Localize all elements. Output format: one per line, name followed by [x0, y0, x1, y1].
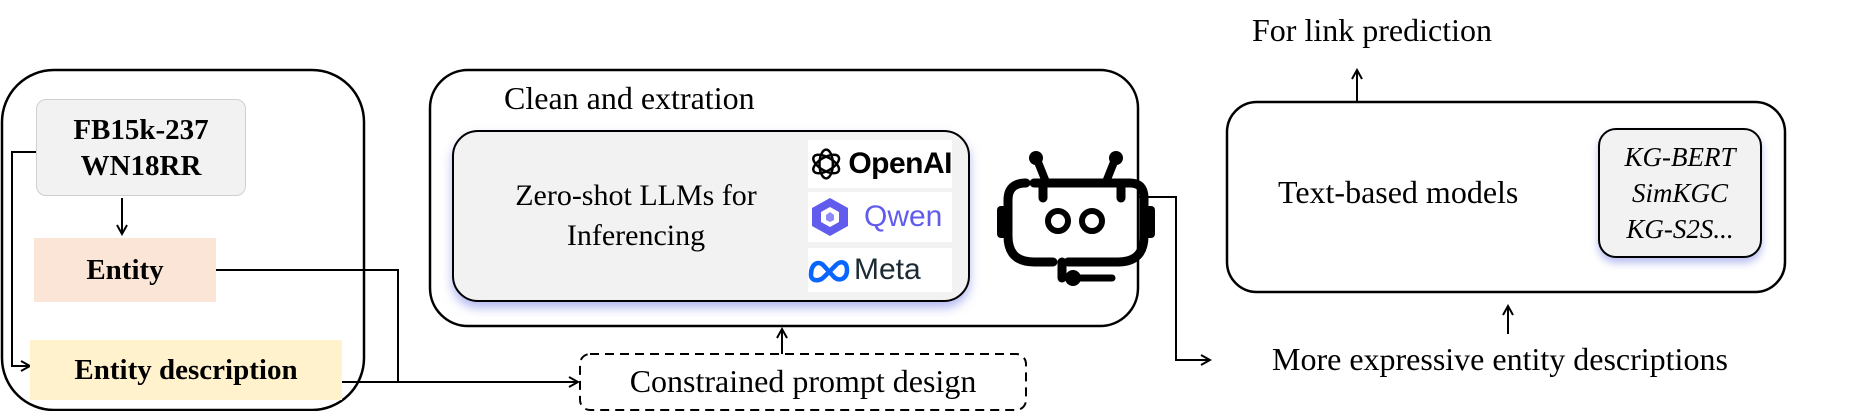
entity-box: Entity [34, 238, 216, 302]
model-kg-s2s: KG-S2S... [1626, 214, 1734, 244]
model-list-box: KG-BERT SimKGC KG-S2S... [1598, 128, 1762, 258]
text-model-frame [1225, 100, 1787, 294]
dataset-fb15k: FB15k-237 [73, 113, 209, 146]
entity-to-prompt-line [216, 269, 399, 382]
dataset-wn18rr: WN18RR [80, 149, 202, 182]
clean-title: Clean and extration [504, 80, 755, 116]
robot-chatbot-icon [1003, 178, 1149, 283]
link-prediction-label: For link prediction [1252, 12, 1492, 48]
model-simkgc: SimKGC [1631, 178, 1729, 208]
llm-panel-text: Zero-shot LLMs for Inferencing [476, 176, 796, 256]
meta-logo-icon [808, 260, 850, 283]
openai-logo: OpenAI [808, 140, 952, 188]
llm-to-output-arrow [1138, 196, 1210, 360]
text-models-label: Text-based models [1278, 174, 1519, 210]
prompt-label: Constrained prompt design [629, 363, 977, 399]
entity-label: Entity [86, 253, 164, 286]
meta-wordmark: Meta [854, 253, 921, 286]
entity-description-box: Entity description [30, 340, 342, 400]
dataset-box: FB15k-237 WN18RR [36, 99, 246, 196]
qwen-logo-icon [812, 198, 848, 236]
entity-description-label: Entity description [74, 353, 298, 386]
robot-antennas [997, 151, 1155, 286]
llm-panel-line2: Inferencing [566, 219, 706, 252]
meta-logo: Meta [808, 248, 952, 292]
dataset-to-description-arrow [11, 151, 36, 366]
llm-panel-line1: Zero-shot LLMs for [515, 179, 757, 212]
output-label: More expressive entity descriptions [1272, 341, 1728, 377]
openai-logo-icon [812, 148, 841, 180]
qwen-logo: Qwen [808, 192, 952, 242]
prompt-box [579, 353, 1027, 411]
model-kg-bert: KG-BERT [1624, 142, 1736, 172]
qwen-wordmark: Qwen [864, 200, 943, 233]
dataset-frame [0, 68, 366, 411]
openai-wordmark: OpenAI [848, 147, 952, 180]
